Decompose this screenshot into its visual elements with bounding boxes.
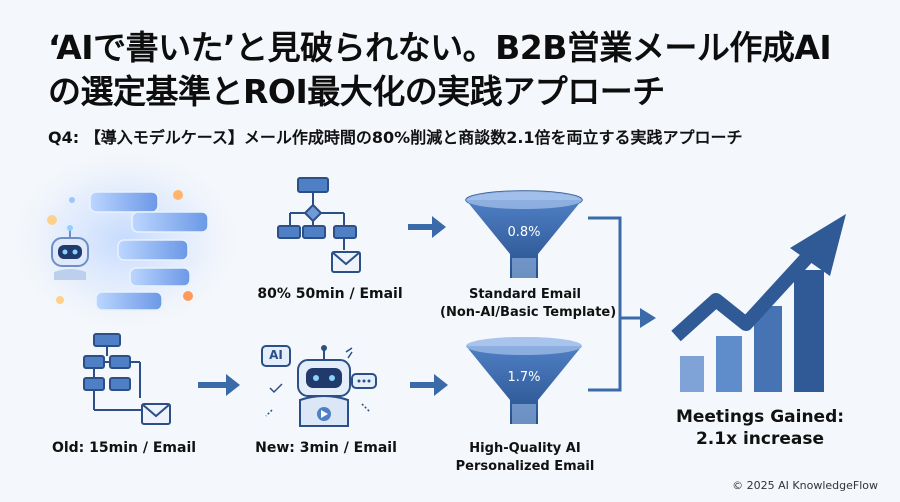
ai-badge-label: AI	[269, 348, 283, 362]
meetings-line-1: Meetings Gained:	[675, 407, 845, 427]
envelope-icon	[331, 238, 361, 273]
chatbot-icon	[5, 145, 245, 335]
new-time-label: New: 3min / Email	[255, 440, 397, 456]
robot-icon	[261, 345, 377, 427]
ai-email-line-2: Personalized Email	[455, 459, 595, 474]
top-time-label: 80% 50min / Email	[257, 286, 403, 302]
merge-bracket	[588, 216, 642, 392]
title-line-2: の選定基準とROI最大化の実践アプローチ	[48, 72, 665, 111]
standard-rate-label: 0.8%	[507, 225, 541, 240]
meetings-gained-label: Meetings Gained: 2.1x increase	[660, 406, 860, 450]
page-subtitle: Q4: 【導入モデルケース】メール作成時間の80%削減と商談数2.1倍を両立する…	[48, 128, 743, 147]
arrow-right-icon	[198, 216, 448, 396]
standard-email-label: Standard Email (Non-AI/Basic Template)	[440, 286, 617, 322]
title-line-1: ‘AIで書いた’と見破られない。B2B営業メール作成AI	[48, 28, 832, 67]
funnel-icon-standard	[465, 190, 583, 278]
flowchart-icon	[277, 177, 357, 239]
ai-email-label: High-Quality AI Personalized Email	[440, 440, 610, 476]
growth-chart-icon	[671, 214, 846, 392]
old-time-label: Old: 15min / Email	[51, 440, 197, 456]
funnel-icon-ai	[466, 337, 582, 424]
meetings-line-2: 2.1x increase	[695, 429, 825, 449]
flowchart-icon-old	[83, 333, 144, 411]
standard-email-line-2: (Non-AI/Basic Template)	[440, 305, 617, 320]
standard-email-line-1: Standard Email	[468, 287, 582, 302]
copyright-notice: © 2025 AI KnowledgeFlow	[732, 479, 878, 492]
ai-email-line-1: High-Quality AI	[469, 441, 581, 456]
ai-rate-label: 1.7%	[507, 370, 541, 385]
page-title: ‘AIで書いた’と見破られない。B2B営業メール作成AI の選定基準とROI最大…	[48, 26, 868, 114]
merge-arrow-head	[640, 308, 656, 328]
envelope-icon-old	[141, 403, 171, 425]
